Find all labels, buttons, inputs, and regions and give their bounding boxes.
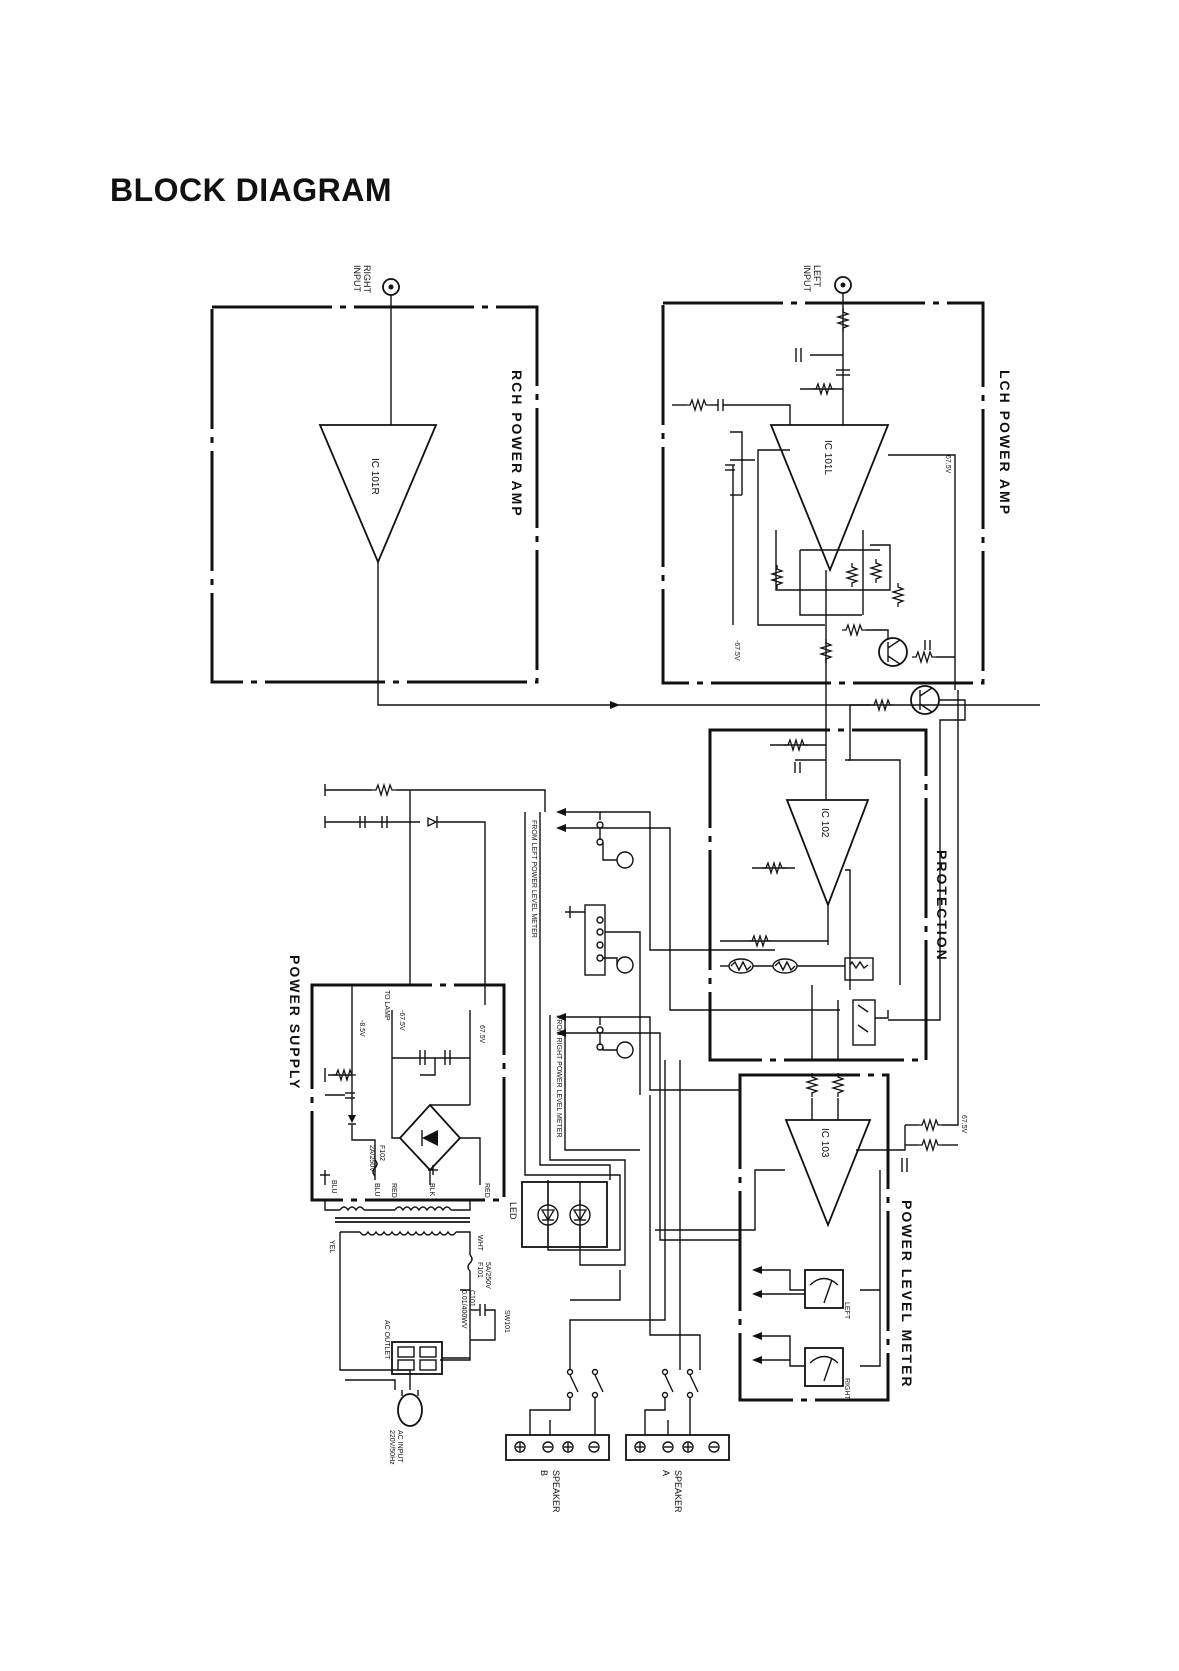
ps-pos-voltage: 67.5V xyxy=(478,1025,485,1044)
c101-rating: 0.01/400WV xyxy=(460,1290,467,1329)
speaker-b-label-1: SPEAKER xyxy=(551,1470,561,1513)
lch-transistor xyxy=(878,637,908,667)
power-level-meter-block xyxy=(738,1073,890,1402)
pos-voltage-meter: 67.5V xyxy=(960,1115,967,1134)
page-title: BLOCK DIAGRAM xyxy=(110,172,393,208)
ic101l-amplifier xyxy=(769,424,890,573)
speaker-b-switch xyxy=(566,1368,604,1399)
neg-voltage-lch: -67.5V xyxy=(733,640,740,661)
ac-input-label-2: 220V/50Hz xyxy=(388,1430,395,1465)
from-right-meter-label: FROM RIGHT POWER LEVEL METER xyxy=(555,1015,562,1138)
sw101-label: SW101 xyxy=(503,1310,510,1333)
wire-blu-1: BLU xyxy=(330,1180,337,1194)
power-supply-block xyxy=(310,983,506,1202)
pos-voltage-lch: 67.5V xyxy=(944,455,951,474)
ic102-amplifier xyxy=(785,799,870,908)
rch-power-amp-block xyxy=(210,305,539,684)
protection-label: PROTECTION xyxy=(934,850,950,962)
left-meter-label: LEFT xyxy=(843,1302,850,1320)
ac-outlet-label: AC OUTLET xyxy=(383,1320,390,1360)
power-transformer xyxy=(335,1206,470,1236)
thermistor-1 xyxy=(728,958,754,974)
protection-transistor xyxy=(910,685,940,715)
lch-power-amp-label: LCH POWER AMP xyxy=(997,370,1013,516)
protection-relay xyxy=(844,957,876,1046)
input-right-label-2: RIGHT xyxy=(362,265,372,294)
input-right-jack xyxy=(382,278,400,296)
wire-red-2: RED xyxy=(483,1183,490,1198)
rch-power-amp-label: RCH POWER AMP xyxy=(509,370,525,518)
f101-rating: 5A/250V xyxy=(484,1262,491,1289)
ac-input-plug xyxy=(397,1390,423,1427)
bridge-rectifier xyxy=(398,1103,462,1172)
from-left-meter-label: FROM LEFT POWER LEVEL METER xyxy=(530,820,537,938)
thermistor-2 xyxy=(772,958,798,974)
lch-power-amp-block xyxy=(661,301,985,685)
wire-blk: BLK xyxy=(428,1183,435,1197)
ic103-label: IC 103 xyxy=(819,1128,830,1158)
ic103-amplifier xyxy=(784,1119,872,1228)
f102-rating: 2A/250V xyxy=(368,1145,375,1172)
ps-to-lamp: TO LAMP xyxy=(383,990,390,1021)
input-left-label-1: INPUT xyxy=(802,265,812,293)
input-left-label-2: LEFT xyxy=(812,265,822,288)
speaker-a-label-2: A xyxy=(661,1470,671,1476)
led-label: LED xyxy=(508,1202,518,1220)
input-right-label-1: INPUT xyxy=(352,265,362,293)
f102-label: F102 xyxy=(378,1145,385,1161)
protection-block xyxy=(708,728,928,1062)
ac-outlet xyxy=(391,1341,443,1375)
power-level-meter-label: POWER LEVEL METER xyxy=(899,1200,915,1389)
c101-label: C101 xyxy=(468,1290,475,1307)
ic102-label: IC 102 xyxy=(819,808,830,838)
speaker-b-label-2: B xyxy=(539,1470,549,1476)
ps-neg-voltage: -67.5V xyxy=(398,1010,405,1031)
ic101r-amplifier xyxy=(318,424,438,565)
input-left-jack xyxy=(834,276,852,294)
f101-label: F101 xyxy=(476,1262,483,1278)
power-supply-label: POWER SUPPLY xyxy=(287,955,303,1091)
right-meter xyxy=(804,1347,844,1387)
wire-blu-2: BLU xyxy=(373,1183,380,1197)
speaker-a-label-1: SPEAKER xyxy=(673,1470,683,1513)
left-meter xyxy=(804,1269,844,1309)
wire-yel: YEL xyxy=(328,1240,335,1253)
wire-wht: WHT xyxy=(476,1235,483,1252)
ic101r-label: IC 101R xyxy=(369,458,380,495)
led-block xyxy=(521,1181,608,1248)
ps-low-voltage: -8.5V xyxy=(358,1020,365,1037)
wire-red-1: RED xyxy=(390,1183,397,1198)
terminal-strip xyxy=(584,904,606,976)
speaker-a-switch xyxy=(661,1368,699,1399)
right-meter-label: RIGHT xyxy=(843,1378,850,1401)
speaker-b-terminal xyxy=(505,1434,610,1461)
speaker-a-terminal xyxy=(625,1434,730,1461)
ac-input-label-1: AC INPUT xyxy=(396,1430,403,1463)
ic101l-label: IC 101L xyxy=(822,440,833,475)
